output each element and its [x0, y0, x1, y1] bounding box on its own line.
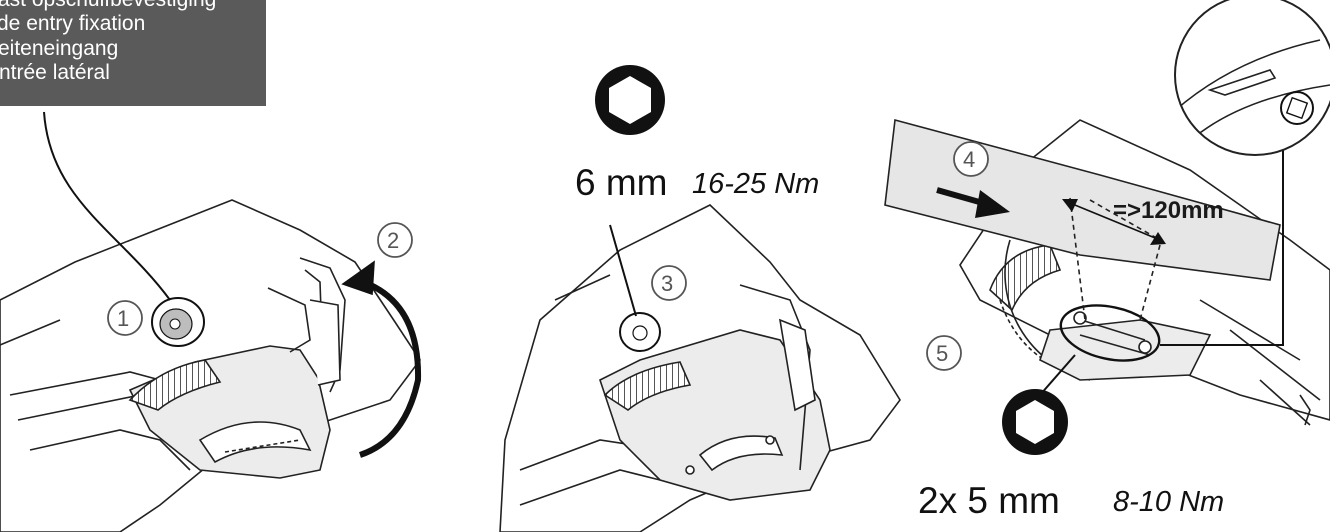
step-1-number: 1	[117, 306, 130, 331]
step-3-number: 3	[661, 271, 674, 296]
insert-direction-arrow	[936, 187, 1010, 218]
tool-6mm-size: 6 mm	[575, 162, 668, 203]
label-line-french: ntrée latéral	[0, 61, 110, 84]
dimension-arrow	[1062, 199, 1166, 245]
step-1-badge	[107, 300, 143, 336]
step-2-badge	[377, 222, 413, 258]
tool-6mm-torque: 16-25 Nm	[692, 168, 820, 200]
step-4-badge	[953, 141, 989, 177]
detail-magnifier	[1174, 0, 1330, 156]
step-3-badge	[651, 265, 687, 301]
hex-6mm-icon	[595, 65, 665, 135]
insert-depth-label: =>120mm	[1113, 197, 1224, 224]
tool-5mm-torque: 8-10 Nm	[1113, 486, 1225, 518]
label-line-german: eiteneingang	[0, 37, 119, 60]
label-line-dutch: ast opschuifbevestiging	[0, 0, 216, 12]
step-4-number: 4	[963, 147, 976, 172]
panel-2-drawing	[499, 204, 901, 532]
panel-1-drawing	[0, 111, 422, 532]
hex-5mm-icon	[1002, 389, 1068, 455]
tool-5mm-size: 2x 5 mm	[918, 480, 1060, 521]
side-entry-label-box: ast opschuifbevestiging de entry fixatio…	[0, 0, 266, 106]
step-5-badge	[926, 335, 962, 371]
label-line-english: de entry fixation	[0, 12, 146, 35]
step-5-number: 5	[936, 341, 949, 366]
panel-3-drawing	[884, 118, 1330, 426]
step-2-number: 2	[387, 228, 400, 253]
